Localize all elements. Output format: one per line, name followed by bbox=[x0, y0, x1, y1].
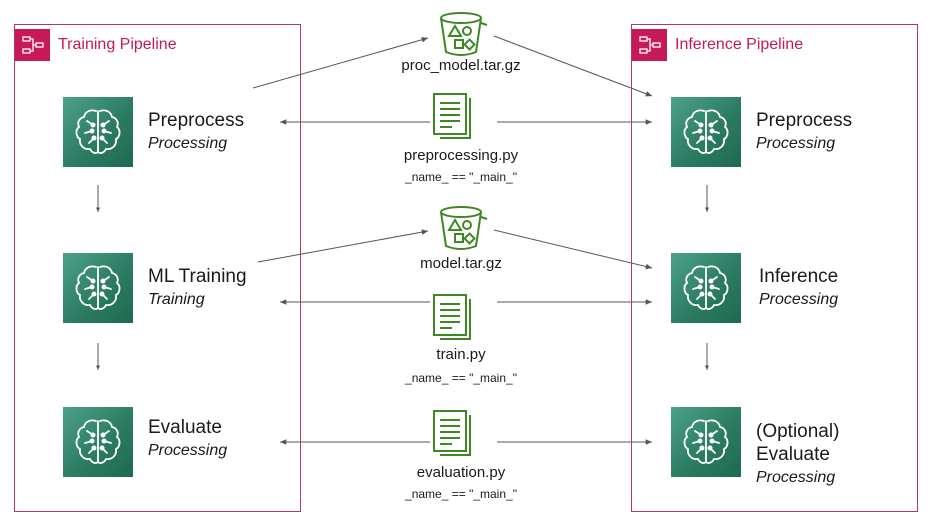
evaluation-script-label: evaluation.py bbox=[416, 464, 506, 481]
step-functions-icon bbox=[15, 29, 50, 61]
step-name: ML Training bbox=[148, 266, 247, 287]
document-icon bbox=[432, 93, 478, 146]
model-label: model.tar.gz bbox=[420, 255, 502, 272]
step-name: Preprocess bbox=[148, 110, 245, 131]
preprocessing-script-label: preprocessing.py bbox=[403, 147, 519, 164]
s3-bucket-icon bbox=[437, 204, 489, 257]
inference-pipeline-box: Inference Pipeline bbox=[631, 24, 918, 512]
training-step-preprocess: Preprocess Processing bbox=[148, 109, 244, 155]
train-main-label: _name_ == "_main_" bbox=[405, 371, 517, 385]
training-pipeline-box: Training Pipeline bbox=[14, 24, 301, 512]
step-type: Processing bbox=[756, 469, 836, 486]
step-name: Evaluate bbox=[148, 417, 222, 438]
step-type: Training bbox=[148, 291, 205, 308]
sagemaker-brain-icon bbox=[63, 407, 133, 477]
train-script-label: train.py bbox=[436, 346, 486, 363]
step-type: Processing bbox=[759, 291, 839, 308]
proc-model-label: proc_model.tar.gz bbox=[401, 57, 521, 74]
step-type: Processing bbox=[148, 442, 228, 459]
arrow-model-to-inference bbox=[493, 229, 653, 270]
preprocessing-main-label: _name_ == "_main_" bbox=[405, 170, 517, 184]
inference-step-inference: Inference Processing bbox=[759, 265, 838, 311]
step-name: Preprocess bbox=[756, 110, 853, 131]
training-step-evaluate: Evaluate Processing bbox=[148, 416, 227, 462]
sagemaker-brain-icon bbox=[671, 407, 741, 477]
step-functions-icon bbox=[632, 29, 667, 61]
pipeline-title: Training Pipeline bbox=[58, 36, 177, 53]
step-name-2: Evaluate bbox=[756, 444, 830, 465]
step-name: Inference bbox=[759, 266, 839, 287]
sagemaker-brain-icon bbox=[671, 97, 741, 167]
sagemaker-brain-icon bbox=[63, 253, 133, 323]
arrow-preprocess-to-proc-model bbox=[252, 37, 429, 89]
step-type: Processing bbox=[756, 135, 836, 152]
arrow-training-to-model bbox=[257, 229, 429, 263]
inference-step-evaluate: (Optional) Evaluate Processing bbox=[756, 420, 839, 489]
sagemaker-brain-icon bbox=[671, 253, 741, 323]
document-icon bbox=[432, 294, 478, 347]
pipeline-title: Inference Pipeline bbox=[675, 36, 804, 53]
document-icon bbox=[432, 410, 478, 463]
inference-pipeline-header: Inference Pipeline bbox=[632, 25, 803, 65]
training-step-ml-training: ML Training Training bbox=[148, 265, 247, 311]
training-pipeline-header: Training Pipeline bbox=[15, 25, 177, 65]
arrow-proc-model-to-inference-preprocess bbox=[493, 35, 653, 97]
step-name: (Optional) bbox=[756, 421, 840, 442]
sagemaker-brain-icon bbox=[63, 97, 133, 167]
inference-step-preprocess: Preprocess Processing bbox=[756, 109, 852, 155]
evaluation-main-label: _name_ == "_main_" bbox=[405, 487, 517, 501]
s3-bucket-icon bbox=[437, 10, 489, 63]
step-type: Processing bbox=[148, 135, 228, 152]
